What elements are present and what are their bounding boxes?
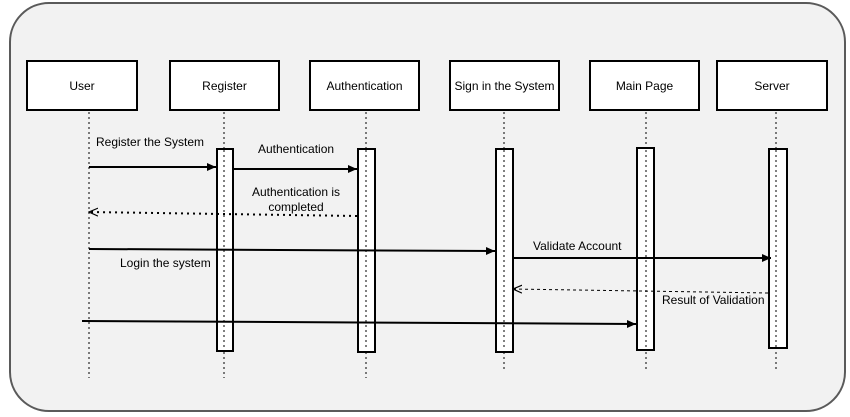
message-label-authentication-completed-2: completed bbox=[268, 200, 323, 214]
participant-sign-in: Sign in the System bbox=[449, 60, 560, 111]
activation-main-page bbox=[636, 147, 655, 351]
participant-authentication: Authentication bbox=[309, 60, 420, 111]
activation-server bbox=[768, 148, 788, 349]
message-label-authentication-completed-1: Authentication is bbox=[252, 185, 340, 199]
message-arrow-main-page bbox=[81, 319, 637, 328]
message-label-result-of-validation: Result of Validation bbox=[662, 293, 765, 307]
participant-user-label: User bbox=[69, 78, 95, 93]
participant-main-page: Main Page bbox=[589, 60, 700, 111]
participant-sign-in-label: Sign in the System bbox=[454, 78, 555, 93]
participant-main-page-label: Main Page bbox=[615, 78, 674, 93]
participant-server-label: Server bbox=[754, 78, 790, 93]
participant-register: Register bbox=[169, 60, 280, 111]
participant-user: User bbox=[26, 60, 138, 111]
message-arrow-login-the-system bbox=[88, 246, 496, 255]
message-label-validate-account: Validate Account bbox=[533, 239, 622, 253]
participant-register-label: Register bbox=[202, 78, 247, 93]
message-label-register-the-system: Register the System bbox=[96, 135, 204, 149]
message-label-login-the-system: Login the system bbox=[120, 256, 211, 270]
participant-authentication-label: Authentication bbox=[326, 78, 403, 93]
participant-server: Server bbox=[716, 60, 828, 111]
message-arrow-authentication-completed bbox=[89, 212, 358, 217]
message-label-authentication: Authentication bbox=[258, 142, 334, 156]
message-arrow-result-of-validation bbox=[513, 289, 769, 293]
diagram-frame bbox=[9, 2, 846, 412]
